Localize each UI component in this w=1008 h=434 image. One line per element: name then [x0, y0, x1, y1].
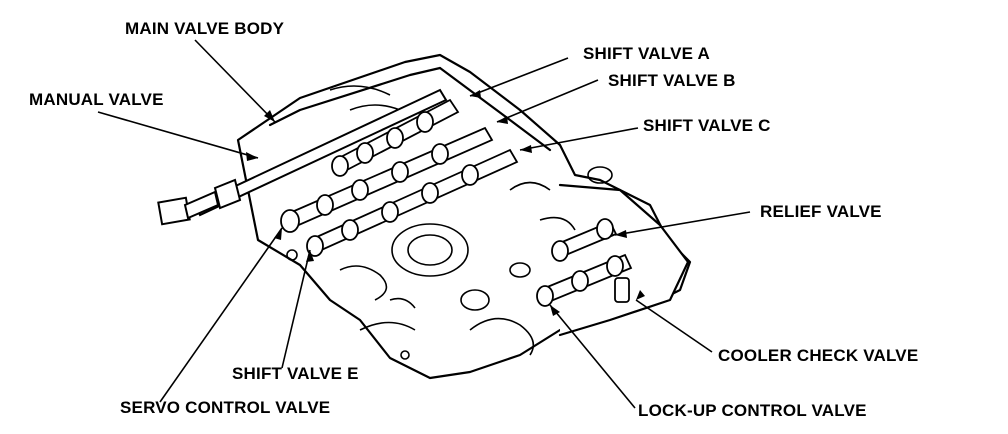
manual-valve-handle — [157, 196, 191, 226]
lock-up-control-valve-spool — [536, 253, 633, 307]
cooler-check-plug — [614, 277, 630, 303]
label-cooler-check-valve: COOLER CHECK VALVE — [718, 346, 919, 365]
label-shift-valve-a: SHIFT VALVE A — [583, 44, 710, 63]
label-main-valve-body: MAIN VALVE BODY — [125, 19, 285, 38]
label-servo-control-valve: SERVO CONTROL VALVE — [120, 398, 331, 417]
label-shift-valve-e: SHIFT VALVE E — [232, 364, 359, 383]
shift-valve-c-spool — [306, 148, 519, 257]
relief-valve-spool — [551, 218, 618, 262]
leader-manual-valve — [97, 111, 259, 159]
leader-shift-valve-c — [519, 127, 639, 151]
leader-lock-up-control-valve — [549, 304, 636, 409]
shift-valve-a-spool — [331, 98, 460, 177]
leader-servo-control-valve — [159, 227, 283, 403]
leader-main-valve-body — [194, 39, 276, 123]
shift-valve-b-spool — [280, 126, 494, 233]
label-relief-valve: RELIEF VALVE — [760, 202, 882, 221]
leader-shift-valve-e — [281, 249, 311, 369]
leader-shift-valve-a — [469, 57, 569, 97]
center-bore — [391, 223, 469, 277]
leader-shift-valve-b — [496, 79, 599, 123]
leader-relief-valve — [614, 211, 751, 236]
leader-cooler-check-valve — [635, 299, 713, 353]
label-lock-up-control-valve: LOCK-UP CONTROL VALVE — [638, 401, 867, 420]
label-manual-valve: MANUAL VALVE — [29, 90, 164, 109]
label-shift-valve-b: SHIFT VALVE B — [608, 71, 736, 90]
label-shift-valve-c: SHIFT VALVE C — [643, 116, 771, 135]
